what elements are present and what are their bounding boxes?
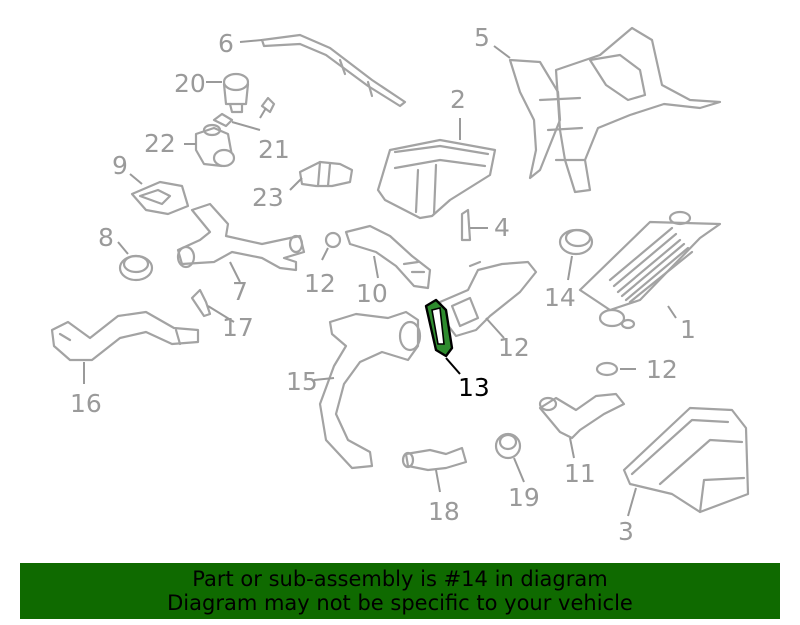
callout-2: 2 xyxy=(450,85,466,114)
part-20-coupling[interactable] xyxy=(494,432,522,460)
part-14-gasket-highlighted[interactable] xyxy=(424,298,454,358)
callout-23: 22 xyxy=(144,129,176,158)
callout-15: 14 xyxy=(544,283,576,312)
callout-24: 23 xyxy=(252,183,284,212)
part-23-fitting[interactable] xyxy=(194,123,236,168)
callout-22: 21 xyxy=(258,135,290,164)
callout-18: 17 xyxy=(222,313,254,342)
callout-11: 11 xyxy=(564,459,596,488)
callout-1: 1 xyxy=(680,315,696,344)
part-1-intercooler[interactable] xyxy=(578,210,722,330)
exploded-parts-diagram: 6 5 20 2 21 22 9 23 4 8 7 12 10 14 1 12 … xyxy=(50,23,750,546)
callout-10: 10 xyxy=(356,279,388,308)
part-16-pipe[interactable] xyxy=(318,310,422,470)
part-7-pipe[interactable] xyxy=(176,202,306,272)
banner-line-disclaimer: Diagram may not be specific to your vehi… xyxy=(167,591,633,615)
part-9-housing[interactable] xyxy=(130,180,190,216)
part-8-coupling[interactable] xyxy=(118,254,154,282)
part-24-hose[interactable] xyxy=(298,160,354,188)
part-2-duct[interactable] xyxy=(376,138,497,220)
part-19-hose[interactable] xyxy=(401,446,468,472)
part-22-clip[interactable] xyxy=(212,96,276,128)
part-3-air-box[interactable] xyxy=(622,406,750,514)
callout-20: 19 xyxy=(508,483,540,512)
part-17-hose[interactable] xyxy=(50,310,200,362)
callout-5: 5 xyxy=(474,23,490,52)
callout-7: 7 xyxy=(232,277,248,306)
part-12-gasket-ring[interactable] xyxy=(324,231,342,249)
part-10-hose[interactable] xyxy=(344,224,432,290)
callout-3: 3 xyxy=(618,517,634,546)
part-11-hose[interactable] xyxy=(538,392,626,440)
part-21-valve[interactable] xyxy=(222,72,250,114)
callout-13: 12 xyxy=(498,333,530,362)
part-4-bracket[interactable] xyxy=(460,208,472,242)
callout-19: 18 xyxy=(428,497,460,526)
leader-lines xyxy=(83,39,677,517)
callout-12b: 12 xyxy=(646,355,678,384)
callout-14-highlighted: 13 xyxy=(458,373,490,402)
callout-12a: 12 xyxy=(304,269,336,298)
callout-4: 4 xyxy=(494,213,510,242)
part-18-bracket[interactable] xyxy=(190,288,212,318)
callout-21: 20 xyxy=(174,69,206,98)
callout-8: 8 xyxy=(98,223,114,252)
callout-17: 16 xyxy=(70,389,102,418)
notice-banner: Part or sub-assembly is #14 in diagram D… xyxy=(20,563,780,619)
part-15-coupling[interactable] xyxy=(558,228,594,256)
part-12-gasket-ring-2[interactable] xyxy=(595,361,619,377)
part-5-frame[interactable] xyxy=(508,26,722,194)
part-13-intake-elbow[interactable] xyxy=(438,260,538,338)
callout-16: 15 xyxy=(286,367,318,396)
callout-6: 6 xyxy=(218,29,234,58)
part-6-bracket[interactable] xyxy=(260,33,407,108)
banner-line-part-number: Part or sub-assembly is #14 in diagram xyxy=(192,567,608,591)
callout-9: 9 xyxy=(112,151,128,180)
